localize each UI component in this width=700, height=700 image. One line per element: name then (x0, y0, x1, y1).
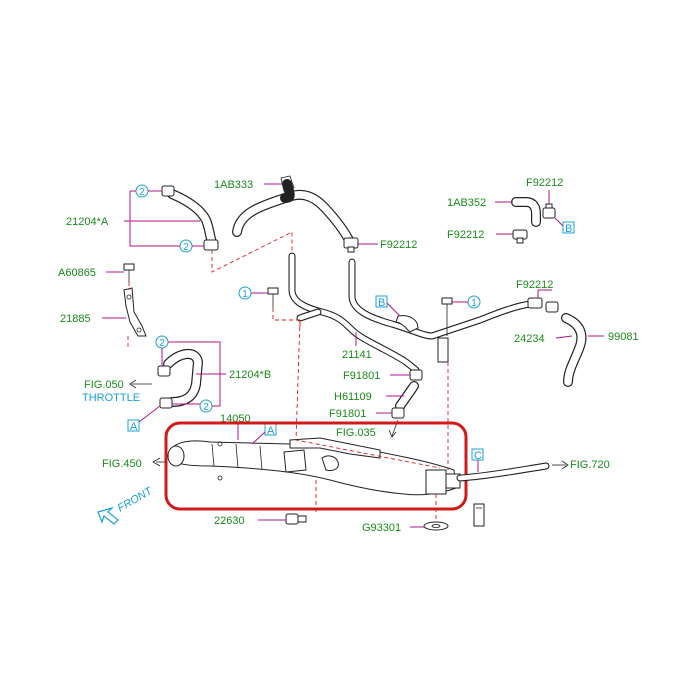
pipe-stub-c[interactable] (473, 503, 485, 527)
clamp-f92212-mid[interactable] (343, 237, 359, 253)
ref-box-c-text: C (474, 450, 482, 462)
bolt-callout1-right[interactable] (441, 297, 453, 336)
ref-box-b-right[interactable] (562, 221, 575, 234)
elbow-1ab352[interactable] (511, 197, 541, 227)
pipe-fig720[interactable] (456, 462, 550, 482)
clamp-f92212-top[interactable] (542, 203, 556, 219)
front-arrow-icon (97, 506, 119, 525)
callout-2-mid-bottom-text: 2 (203, 402, 209, 413)
ref-box-b-mid[interactable] (375, 295, 388, 308)
label-f92212-right: F92212 (516, 279, 553, 291)
callout-2-bottom-text: 2 (183, 242, 189, 253)
label-h61109: H61109 (334, 391, 372, 403)
callout-1-left-text: 1 (242, 289, 248, 300)
label-fig050: FIG.050 (84, 379, 124, 391)
hose-21204a[interactable] (161, 185, 219, 251)
callout-2-top-text: 2 (139, 187, 145, 198)
hose-h61109[interactable] (395, 381, 419, 411)
bolt-callout1-left[interactable] (267, 287, 279, 308)
label-front: FRONT (116, 485, 156, 515)
clamp-f92212-b[interactable] (512, 229, 528, 244)
label-f92212-top: F92212 (526, 177, 563, 189)
label-throttle: THROTTLE (82, 392, 140, 404)
clamp-f92212-right[interactable] (527, 297, 559, 313)
label-21141: 21141 (342, 349, 372, 361)
label-22630: 22630 (214, 515, 245, 527)
label-f92212-b: F92212 (447, 229, 484, 241)
gasket-g93301[interactable] (423, 521, 449, 531)
label-f91801-a: F91801 (343, 370, 380, 382)
ref-box-b-right-text: B (565, 223, 572, 235)
label-99081: 99081 (608, 331, 639, 343)
label-f91801-b: F91801 (329, 408, 366, 420)
bolt-a60865[interactable] (123, 263, 135, 282)
sensor-22630[interactable] (285, 513, 307, 525)
label-1ab352: 1AB352 (447, 197, 486, 209)
label-24234: 24234 (514, 333, 545, 345)
label-21204b: 21204*B (229, 369, 271, 381)
ref-box-b-mid-text: B (378, 297, 385, 309)
label-21204a: 21204*A (66, 216, 109, 228)
label-fig035: FIG.035 (336, 427, 376, 439)
bracket-21885[interactable] (123, 287, 147, 337)
callout-1-right-text: 1 (471, 298, 477, 309)
label-fig720: FIG.720 (570, 459, 610, 471)
ref-box-a-manifold-text: A (267, 425, 275, 437)
label-fig450: FIG.450 (102, 458, 142, 470)
hose-1ab333[interactable] (232, 175, 355, 247)
label-21885: 21885 (60, 313, 91, 325)
label-a60865: A60865 (58, 267, 96, 279)
clip-f91801-b[interactable] (391, 407, 405, 419)
clip-f91801-a[interactable] (409, 369, 423, 381)
label-1ab333: 1AB333 (214, 179, 253, 191)
highlight-box (164, 421, 468, 511)
manifold-14050[interactable] (167, 437, 461, 496)
pipe-21141[interactable] (288, 252, 534, 374)
callout-2-mid-top-text: 2 (159, 338, 165, 349)
ref-box-a-left[interactable] (127, 419, 140, 432)
hose-24234[interactable] (561, 313, 587, 387)
hose-21204b[interactable] (157, 349, 203, 409)
label-g93301: G93301 (362, 522, 401, 534)
label-f92212-mid: F92212 (380, 239, 417, 251)
ref-box-a-left-text: A (130, 421, 138, 433)
